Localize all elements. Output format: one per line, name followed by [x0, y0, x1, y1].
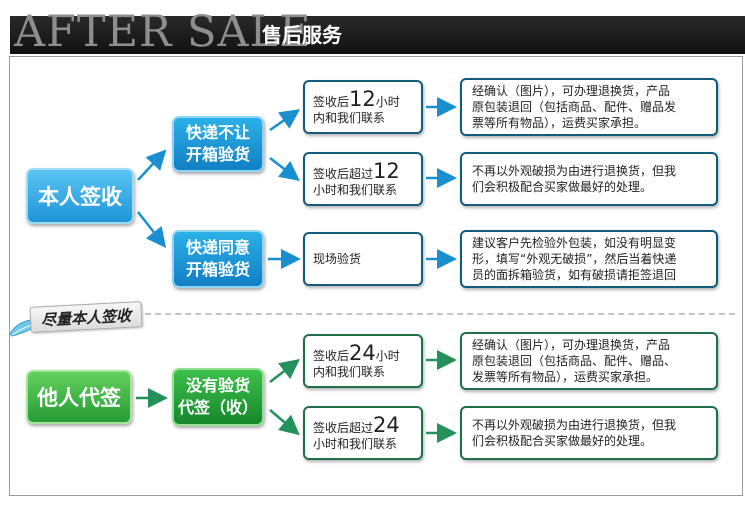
cond-24h-over: 签收后超过24 小时和我们联系	[303, 406, 423, 460]
header-bar	[10, 16, 745, 54]
header-title-cn: 售后服务	[262, 23, 342, 47]
cond-24h-within: 签收后24小时 内和我们联系	[303, 334, 423, 388]
cond-24h-within-line2: 内和我们联系	[313, 364, 386, 379]
self-sign-box: 本人签收	[26, 168, 134, 224]
cond-onsite-label: 现场验货	[313, 252, 362, 266]
proxy-sign-label: 他人代签	[37, 386, 121, 410]
result-self-inspect-line1: 建议客户先检验外包装，如没有明显变	[472, 236, 677, 250]
result-proxy-return: 经确认（图片），可办理退换货，产品 原包装退回（包括商品、配件、赠品、 发票等所…	[460, 332, 718, 390]
cond-12h-within-num: 12	[349, 86, 376, 111]
result-proxy-cooperate-line2: 们会积极配合买家做最好的处理。	[472, 434, 653, 448]
result-proxy-cooperate-line1: 不再以外观破损为由进行退换货，但我	[472, 418, 677, 432]
result-self-cooperate-line2: 们会积极配合买家做最好的处理。	[472, 180, 653, 194]
cond-12h-within-line2: 内和我们联系	[313, 110, 386, 125]
courier-deny-line1: 快递不让	[185, 123, 250, 142]
header-title-en: AFTER SALE	[14, 7, 312, 57]
result-self-cooperate: 不再以外观破损为由进行退换货，但我 们会积极配合买家做最好的处理。	[460, 152, 718, 206]
result-self-inspect-line2: 形，填写“外观无破损”，然后当着快递	[472, 252, 677, 266]
cond-24h-over-num: 24	[373, 412, 400, 437]
cond-24h-over-prefix: 签收后超过	[313, 420, 374, 435]
cond-12h-within: 签收后12小时 内和我们联系	[303, 80, 423, 134]
header: AFTER SALE 售后服务	[0, 0, 745, 57]
result-self-inspect-line3: 员的面拆箱验货，如有破损请拒签退回	[472, 268, 677, 282]
cond-24h-over-line2: 小时和我们联系	[313, 436, 398, 451]
self-sign-label: 本人签收	[38, 185, 122, 209]
cond-12h-within-prefix: 签收后	[313, 94, 350, 109]
cond-12h-within-suffix: 小时	[375, 94, 400, 109]
courier-allow-line1: 快递同意	[185, 238, 250, 257]
cond-24h-within-suffix: 小时	[375, 348, 400, 363]
proxy-sign-box: 他人代签	[26, 370, 132, 424]
cond-24h-within-prefix: 签收后	[313, 348, 350, 363]
cond-12h-over-num: 12	[373, 158, 400, 183]
result-self-return: 经确认（图片），可办理退换货，产品 原包装退回（包括商品、配件、赠品发 票等所有…	[460, 78, 718, 136]
cond-12h-over: 签收后超过12 小时和我们联系	[303, 152, 423, 206]
result-self-inspect: 建议客户先检验外包装，如没有明显变 形，填写“外观无破损”，然后当着快递 员的面…	[460, 230, 718, 288]
cond-24h-within-num: 24	[349, 340, 376, 365]
dashed-divider	[135, 313, 735, 315]
sign-yourself-badge-text: 尽量本人签收	[40, 306, 132, 329]
result-proxy-cooperate: 不再以外观破损为由进行退换货，但我 们会积极配合买家做最好的处理。	[460, 406, 718, 460]
no-inspect-line2: 代签（收）	[177, 398, 258, 417]
cond-12h-over-line2: 小时和我们联系	[313, 182, 398, 197]
result-self-return-line3: 票等所有物品），运费买家承担。	[472, 116, 647, 130]
result-proxy-return-line2: 原包装退回（包括商品、配件、赠品、	[472, 354, 677, 368]
cond-12h-over-prefix: 签收后超过	[313, 166, 374, 181]
no-inspect-box: 没有验货 代签（收）	[172, 368, 264, 426]
courier-allow-box: 快递同意 开箱验货	[172, 230, 264, 288]
courier-deny-line2: 开箱验货	[185, 145, 250, 164]
no-inspect-line1: 没有验货	[185, 376, 250, 395]
result-proxy-return-line3: 发票等所有物品），运费买家承担。	[472, 370, 659, 384]
result-self-return-line2: 原包装退回（包括商品、配件、赠品发	[472, 100, 677, 114]
result-self-cooperate-line1: 不再以外观破损为由进行退换货，但我	[472, 164, 677, 178]
result-self-return-line1: 经确认（图片），可办理退换货，产品	[472, 84, 671, 98]
cond-onsite: 现场验货	[303, 232, 423, 286]
courier-allow-line2: 开箱验货	[185, 260, 250, 279]
result-proxy-return-line1: 经确认（图片），可办理退换货，产品	[472, 338, 671, 352]
courier-deny-box: 快递不让 开箱验货	[172, 116, 264, 172]
